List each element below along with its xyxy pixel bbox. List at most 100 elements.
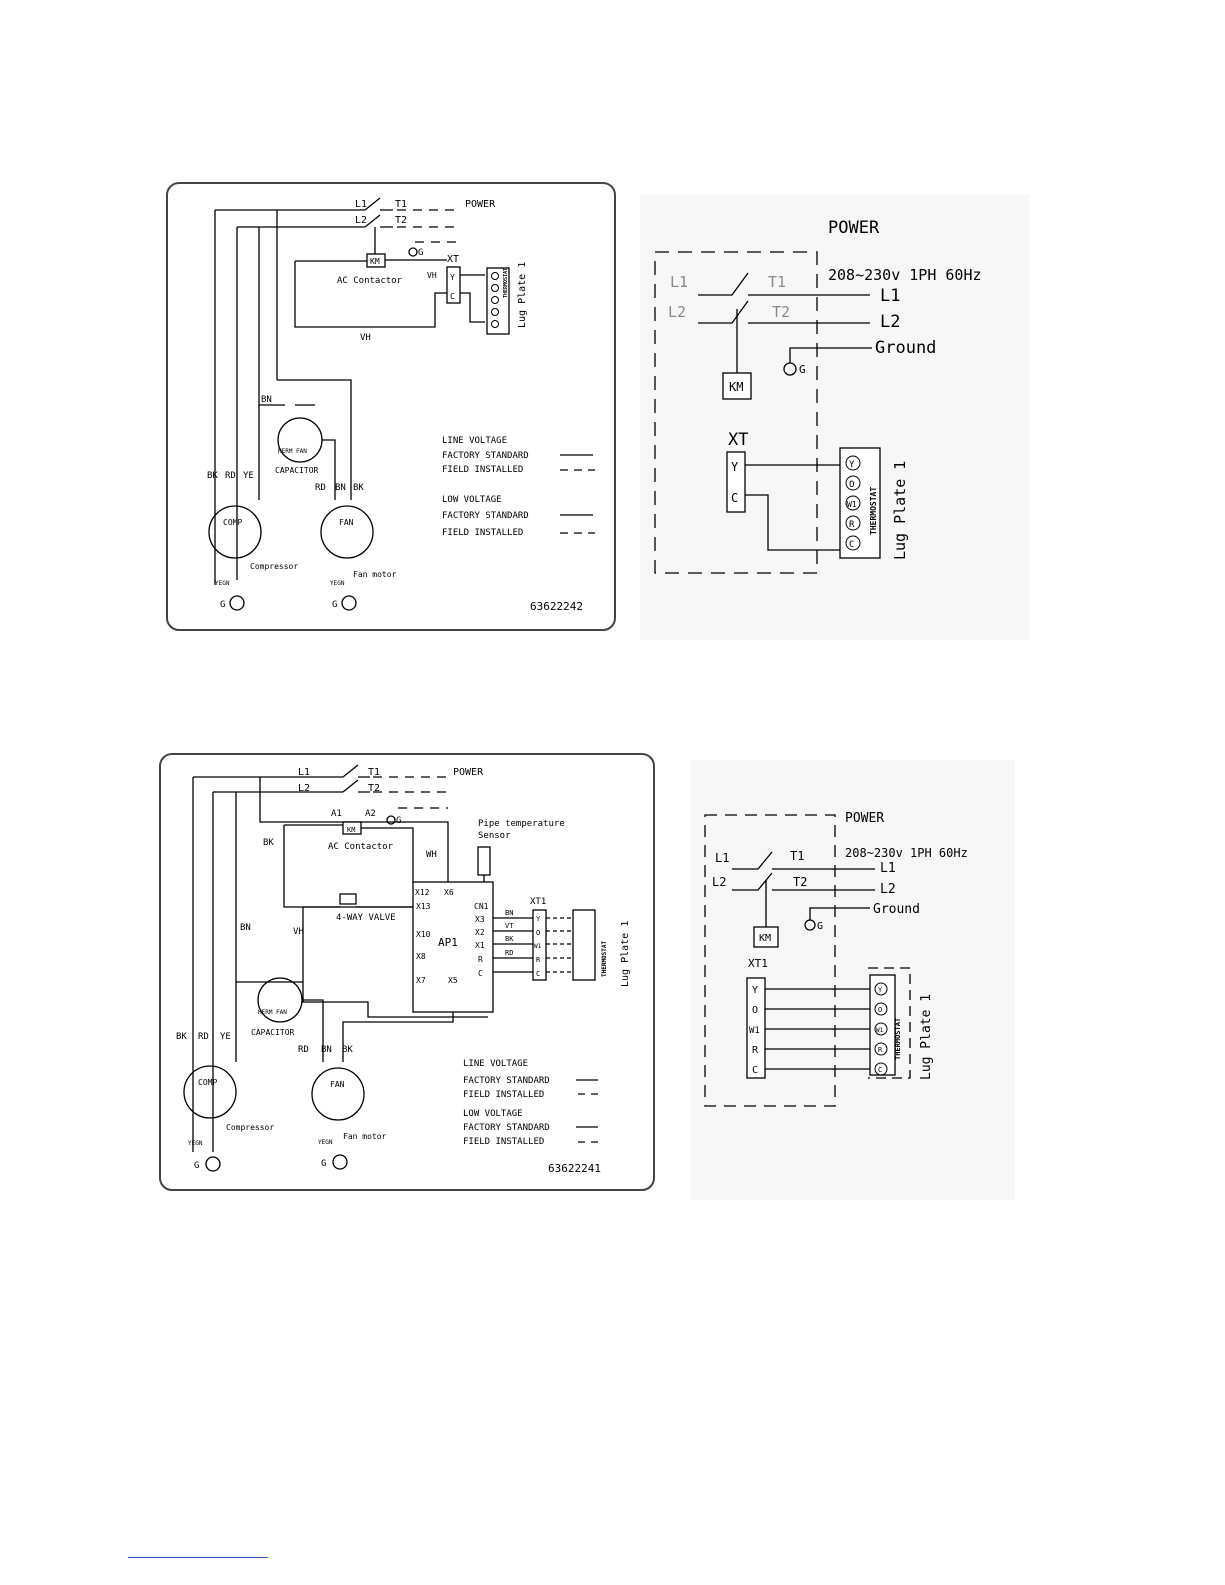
comp-g-label: G	[194, 1161, 199, 1171]
tstat-r: R	[878, 1046, 883, 1054]
g-label: G	[799, 363, 806, 376]
xt-y-label: Y	[731, 460, 739, 474]
bn-label: BN	[261, 395, 272, 405]
power-schematic-2: POWER 208~230v 1PH 60Hz L1 L2 T1 T2 L1 L…	[690, 760, 1015, 1200]
port-x12: X12	[415, 888, 430, 897]
xt-y-label: Y	[450, 273, 455, 282]
comp-label: COMP	[198, 1078, 217, 1087]
compressor-label: Compressor	[226, 1123, 274, 1132]
ground-icon	[408, 247, 418, 257]
lug-plate-label: Lug Plate 1	[620, 921, 631, 987]
tstat-c: C	[878, 1066, 882, 1074]
bk-label: BK	[207, 471, 218, 481]
fan-rd-label: RD	[298, 1045, 309, 1055]
fan-motor-label: Fan motor	[353, 570, 397, 579]
power-spec-label: 208~230v 1PH 60Hz	[845, 846, 968, 860]
power-schematic-1: POWER 208~230v 1PH 60Hz L1 L2 T1 T2 L1 L…	[640, 195, 1030, 640]
fan-g-label: G	[321, 1159, 326, 1169]
fan-yegn-label: YEGN	[318, 1139, 333, 1146]
ye-label: YE	[243, 471, 254, 481]
legend-line-voltage: LINE VOLTAGE	[463, 1059, 528, 1069]
xt1-o: O	[752, 1005, 758, 1016]
l1-label: L1	[355, 199, 367, 210]
xt1-label: XT1	[530, 897, 546, 907]
legend-factory-standard-1: FACTORY STANDARD	[442, 451, 529, 461]
fan-motor-icon	[320, 505, 374, 559]
port-cn1: CN1	[474, 902, 489, 911]
lug-plate-label: Lug Plate 1	[517, 262, 528, 328]
a2-label: A2	[365, 809, 376, 819]
wh-label: WH	[426, 850, 437, 860]
port-r: R	[478, 955, 483, 964]
xt-label: XT	[728, 430, 748, 450]
part-number: 63622242	[530, 600, 583, 613]
part-number: 63622241	[548, 1162, 601, 1175]
legend-line-voltage: LINE VOLTAGE	[442, 436, 507, 446]
t1-label: T1	[790, 849, 804, 863]
thermostat-label: THERMOSTAT	[894, 1018, 902, 1060]
tstat-o: O	[849, 480, 854, 490]
compressor-label: Compressor	[250, 562, 298, 571]
xt-c-label: C	[450, 292, 455, 301]
xt1-terminal-block	[532, 909, 547, 981]
xt1-r: R	[752, 1045, 759, 1056]
ground-icon	[804, 919, 816, 931]
tstat-o: O	[878, 1006, 882, 1014]
compressor-motor-icon	[183, 1065, 237, 1119]
lug-plate-label: Lug Plate 1	[919, 994, 934, 1080]
km-label: KM	[729, 380, 743, 394]
xt1-terminal-block	[746, 977, 766, 1079]
bk-label: BK	[263, 838, 274, 848]
fan-motor-icon	[311, 1067, 365, 1121]
thermostat-lug-plate	[869, 974, 896, 1076]
fan-motor-label: Fan motor	[343, 1132, 387, 1141]
xt-terminal-block	[726, 451, 746, 513]
herm-fan-label: HERM FAN	[278, 448, 307, 455]
km-label: KM	[370, 257, 380, 266]
legend-field-installed-1: FIELD INSTALLED	[463, 1090, 544, 1100]
xt1-w1: W1	[534, 943, 542, 950]
a1-label: A1	[331, 809, 342, 819]
xt1-c: C	[752, 1065, 758, 1076]
four-way-valve-icon	[339, 893, 357, 905]
comp-yegn-label: YEGN	[215, 580, 230, 587]
km-label: KM	[347, 826, 355, 834]
ground-label: Ground	[875, 338, 936, 358]
xt-terminal-block	[446, 266, 461, 304]
g-label: G	[817, 921, 823, 932]
tstat-r: R	[849, 520, 855, 530]
fan-bn-label: BN	[335, 483, 346, 493]
power-label: POWER	[453, 767, 484, 778]
wiring-diagram-2: L1 L2 T1 T2 POWER A1 A2 G KM AC Contacto…	[158, 752, 658, 1194]
ac-contactor-label: AC Contactor	[337, 276, 403, 286]
ground-icon	[783, 362, 797, 376]
fan-label: FAN	[330, 1080, 345, 1089]
port-x8: X8	[416, 952, 426, 961]
power-label: POWER	[465, 199, 496, 210]
vh-label: VH	[293, 927, 304, 937]
thermostat-label: THERMOSTAT	[869, 487, 878, 535]
wire-rd: RD	[505, 949, 513, 957]
sensor-label: Sensor	[478, 831, 511, 841]
xt1-y: Y	[536, 915, 541, 923]
four-way-valve-label: 4-WAY VALVE	[336, 913, 396, 923]
t1-label: T1	[768, 273, 786, 291]
fan-bn-label: BN	[321, 1045, 332, 1055]
km-label: KM	[759, 933, 771, 944]
comp-ground-icon	[205, 1156, 221, 1172]
port-x7: X7	[416, 976, 426, 985]
t2-label: T2	[793, 875, 807, 889]
power-spec-label: 208~230v 1PH 60Hz	[828, 266, 982, 284]
xt-c-label: C	[731, 491, 738, 505]
t1-label: T1	[395, 199, 407, 210]
diagram-frame	[166, 182, 616, 631]
ground-label: Ground	[873, 902, 920, 917]
legend-factory-standard-2: FACTORY STANDARD	[463, 1123, 550, 1133]
ap1-label: AP1	[438, 936, 458, 949]
ac-contactor-label: AC Contactor	[328, 842, 394, 852]
capacitor-label: CAPACITOR	[251, 1028, 295, 1037]
comp-ground-icon	[229, 595, 245, 611]
xt-label: XT	[447, 254, 459, 265]
wire-vt: VT	[505, 922, 514, 930]
vh-label-2: VH	[360, 333, 371, 343]
